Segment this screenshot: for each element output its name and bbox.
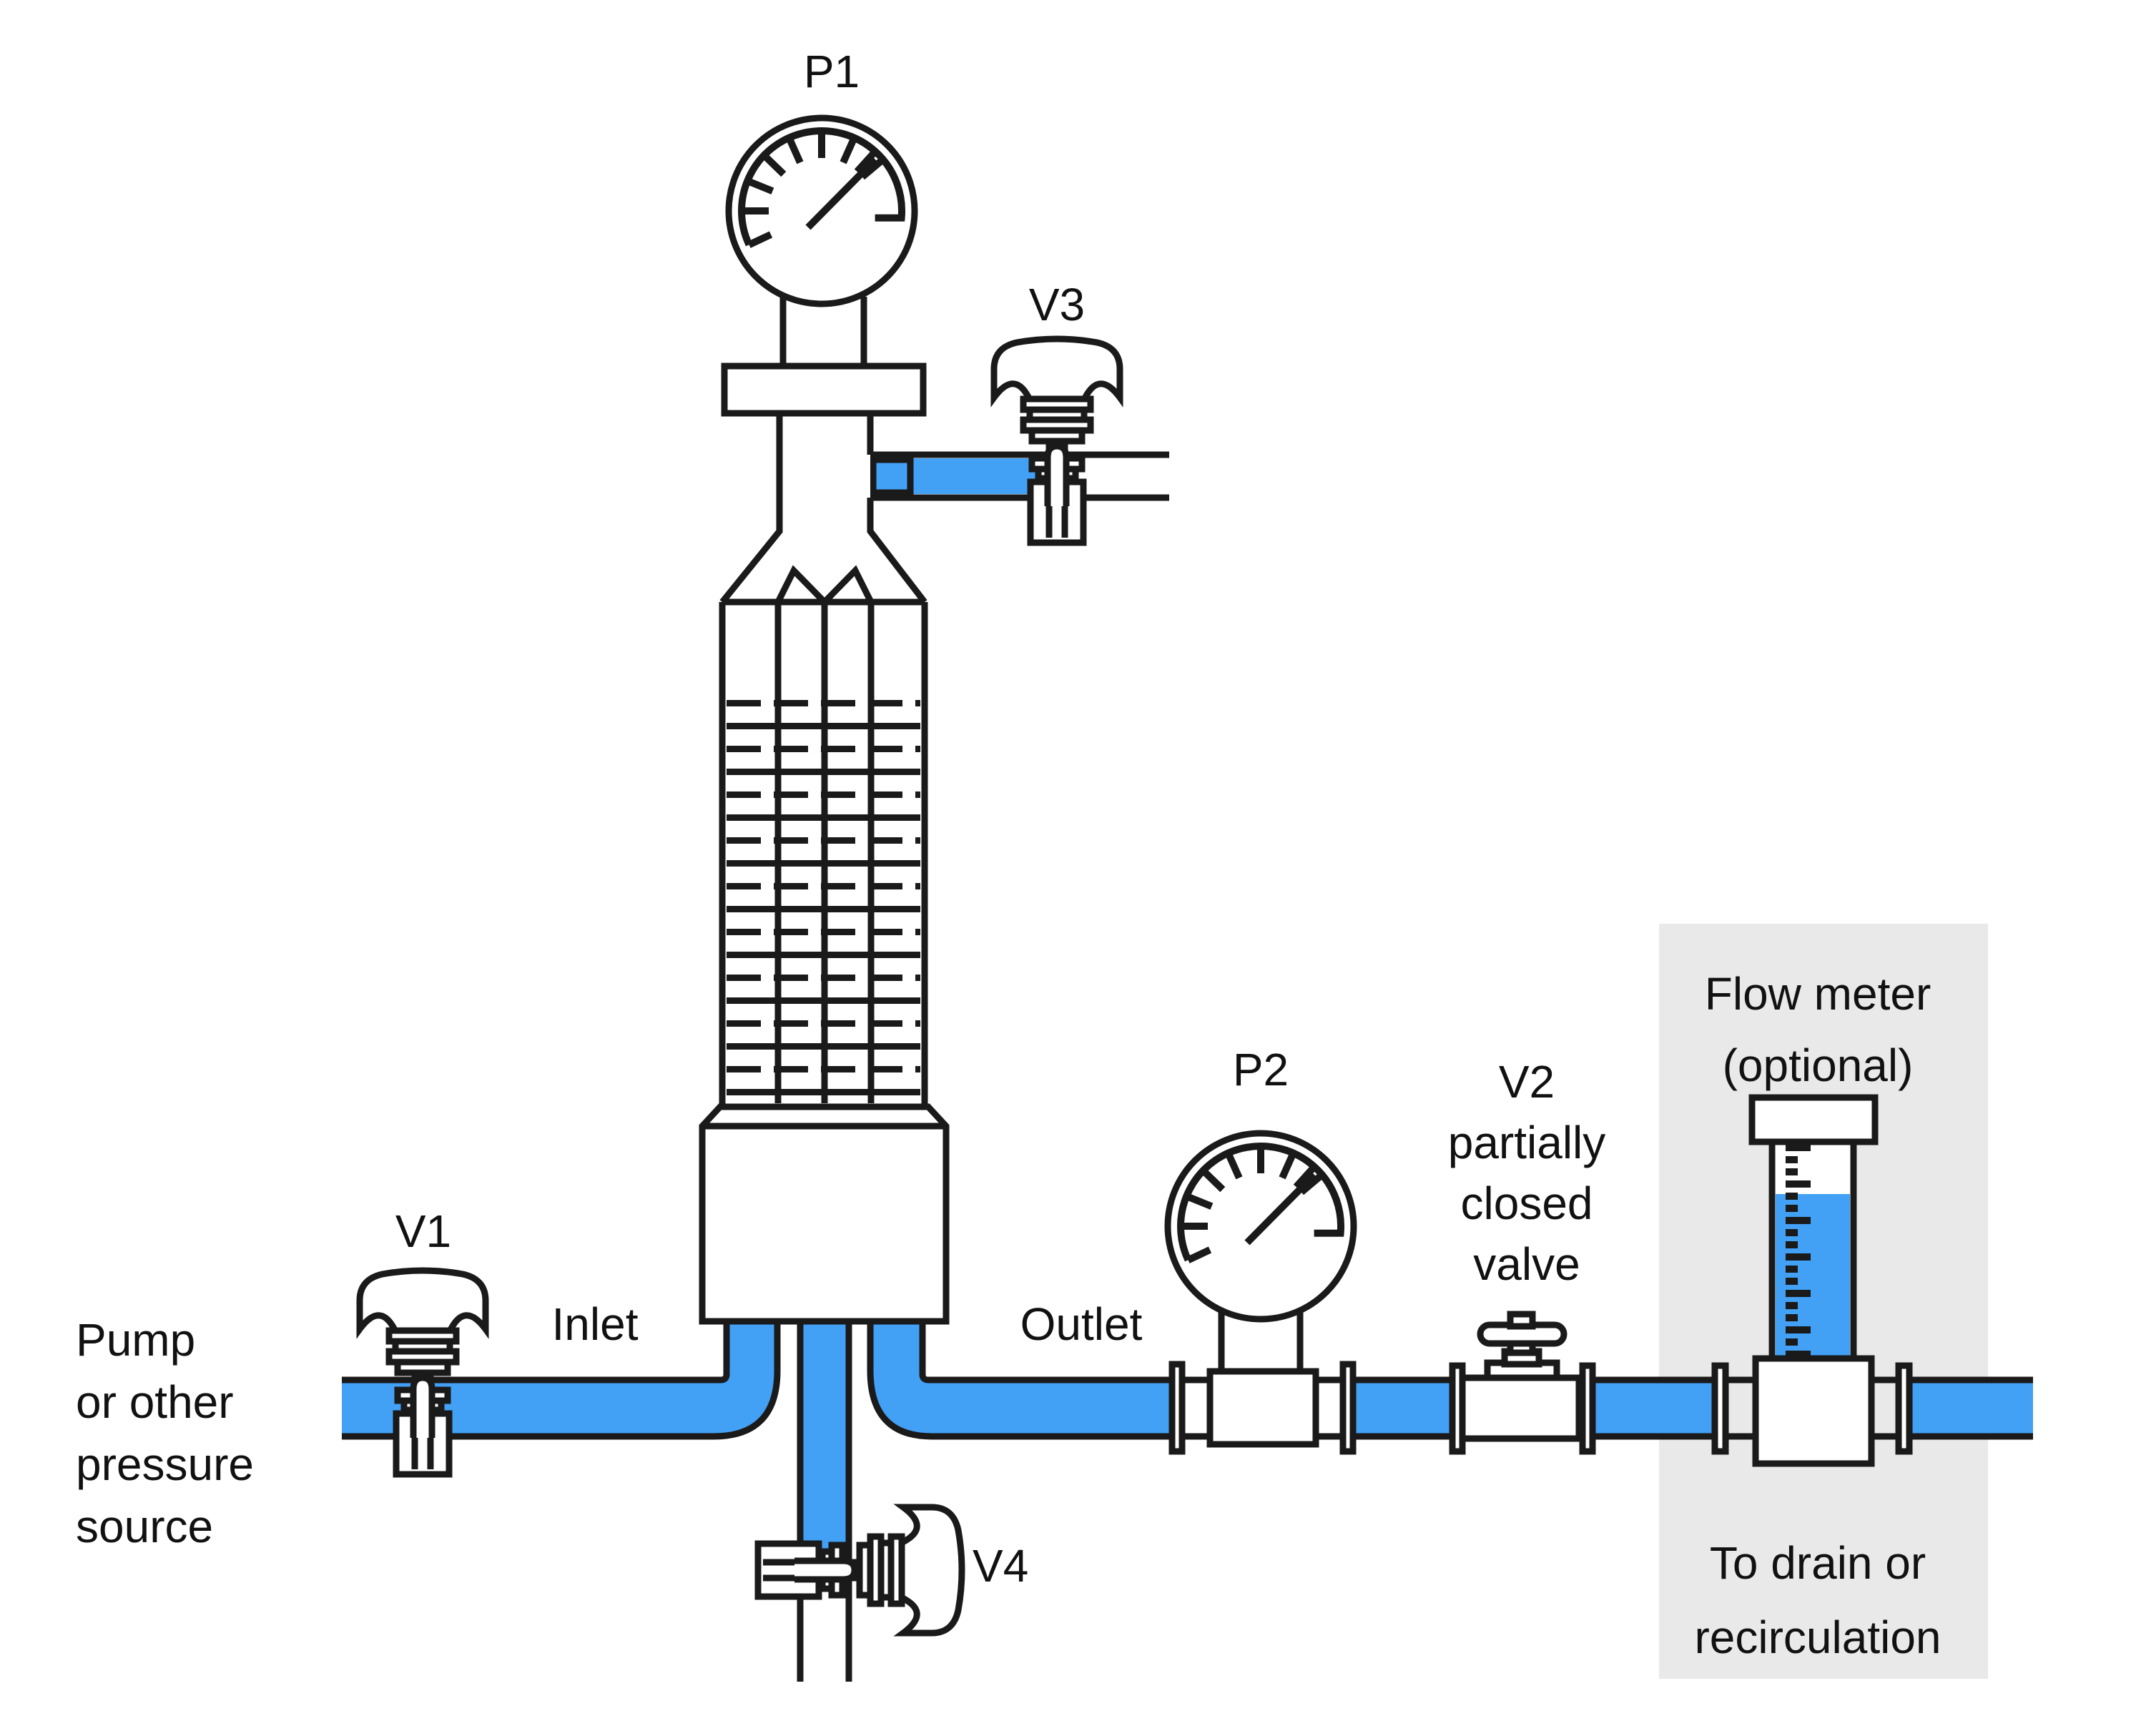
label-v2-line4: valve (1473, 1238, 1580, 1290)
label-v2-line2: partially (1448, 1117, 1606, 1168)
label-drain-line1: To drain or (1710, 1537, 1926, 1589)
gauge-p2-flange-left (1168, 1361, 1186, 1455)
label-p1: P1 (804, 46, 860, 97)
label-source-line1: Pump (76, 1314, 195, 1366)
flow-meter-scale (1786, 1144, 1811, 1358)
label-source-line2: or other (76, 1376, 234, 1428)
gauge-p1 (721, 114, 927, 417)
valve-v1 (360, 1271, 486, 1474)
flow-meter-flange-right (1895, 1362, 1913, 1455)
pipe-outlines (342, 451, 2033, 1682)
label-v2-line1: V2 (1499, 1056, 1555, 1108)
valve-v2-flange-left (1449, 1362, 1466, 1455)
vent-port (870, 456, 914, 496)
gauge-p2 (1164, 1130, 1357, 1455)
label-v3: V3 (1029, 279, 1085, 330)
label-drain-line2: recirculation (1694, 1612, 1941, 1663)
valve-v2-body (1459, 1374, 1583, 1442)
flow-meter-cap (1748, 1094, 1879, 1145)
flow-meter (1711, 1094, 1913, 1467)
gauge-p2-needle (1244, 1172, 1317, 1246)
labels: P1 V3 V1 V4 P2 V2 partially closed valve… (76, 46, 1941, 1663)
label-source-line4: source (76, 1501, 213, 1552)
fluid-path (342, 458, 2033, 1562)
label-outlet: Outlet (1020, 1298, 1143, 1350)
flow-meter-flange-left (1711, 1362, 1729, 1455)
filter-housing (699, 369, 950, 1325)
element-top (774, 565, 875, 607)
label-v2-line3: closed (1461, 1178, 1593, 1229)
label-v4: V4 (973, 1540, 1028, 1592)
valve-v3 (994, 339, 1120, 543)
label-inlet: Inlet (552, 1298, 639, 1350)
label-source-line3: pressure (76, 1439, 254, 1490)
valve-v4 (758, 1507, 962, 1633)
gauge-p2-flange-right (1339, 1361, 1357, 1455)
flow-meter-fitting (1752, 1355, 1875, 1467)
gauge-p1-flange (721, 363, 927, 417)
valve-v2 (1449, 1311, 1596, 1455)
gauge-p1-needle (805, 157, 878, 230)
label-flow-meter-line1: Flow meter (1705, 968, 1931, 1020)
label-flow-meter-line2: (optional) (1723, 1040, 1914, 1091)
label-v1: V1 (395, 1205, 451, 1257)
housing-base (699, 1103, 950, 1325)
valve-v2-flange-right (1579, 1362, 1596, 1455)
label-p2: P2 (1233, 1044, 1289, 1095)
gauge-p2-fitting (1206, 1368, 1319, 1448)
